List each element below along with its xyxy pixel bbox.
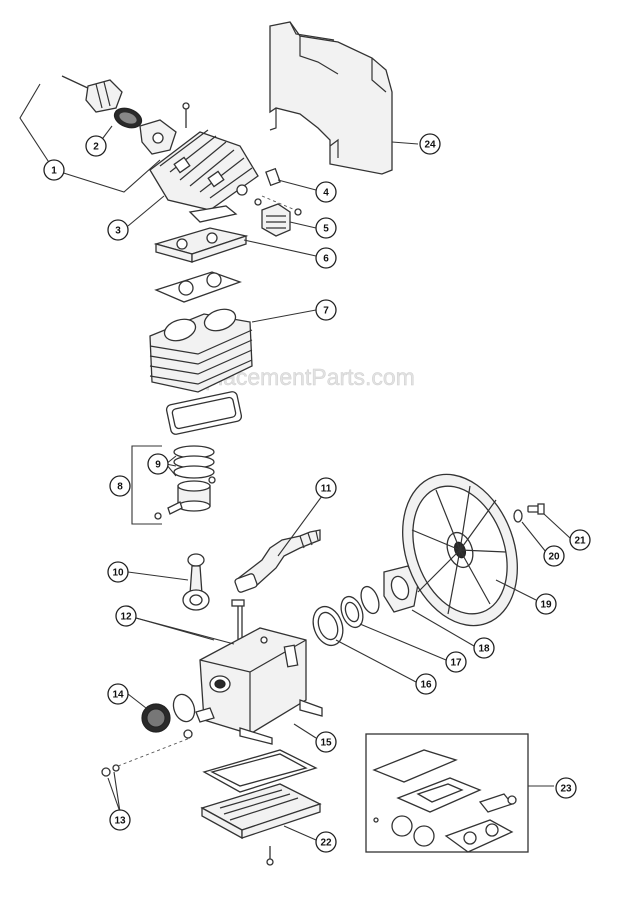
base-gasket (202, 749, 318, 793)
callout-label: 18 (478, 644, 490, 655)
gasket-kit (365, 733, 529, 853)
callout: 7 (315, 299, 337, 321)
callout-label: 7 (323, 306, 329, 317)
callout-label: 6 (323, 254, 329, 265)
callout-label: 12 (120, 612, 132, 623)
callout: 12 (115, 605, 137, 627)
piston-rings-assembly (131, 445, 216, 525)
valve-plate-assembly (153, 205, 249, 263)
bearing (312, 605, 344, 647)
callout-label: 3 (115, 226, 121, 237)
connecting-rod (182, 553, 210, 611)
callout: 1 (43, 159, 65, 181)
cylinder-block (149, 308, 253, 393)
callout: 24 (419, 133, 441, 155)
callout-label: 13 (114, 816, 126, 827)
callout-label: 15 (320, 738, 332, 749)
crankshaft (234, 529, 321, 593)
callout-label: 16 (420, 680, 432, 691)
cylinder-gasket (165, 391, 243, 435)
flywheel (402, 473, 518, 627)
callout: 18 (473, 637, 495, 659)
callout-label: 22 (320, 838, 332, 849)
callout-label: 2 (93, 142, 99, 153)
callout-label: 9 (155, 460, 161, 471)
callout: 20 (543, 545, 565, 567)
callout: 16 (415, 673, 437, 695)
callout: 23 (555, 777, 577, 799)
callout-label: 24 (424, 140, 436, 151)
leader-lines (19, 83, 571, 841)
callout: 9 (147, 453, 169, 475)
callout: 19 (535, 593, 557, 615)
callout: 6 (315, 247, 337, 269)
callout: 3 (107, 219, 129, 241)
callout: 2 (85, 135, 107, 157)
head-gasket (154, 271, 242, 303)
callout-label: 21 (574, 536, 586, 547)
callout-label: 14 (112, 690, 124, 701)
belt-guard-shroud (269, 21, 393, 175)
callout-label: 4 (323, 188, 329, 199)
callout-label: 10 (112, 568, 124, 579)
cylinder-head (149, 102, 259, 211)
callout: 10 (107, 561, 129, 583)
head-gaskets-small (236, 167, 302, 216)
callout: 13 (109, 809, 131, 831)
callout: 15 (315, 731, 337, 753)
oil-seal (340, 595, 364, 629)
callout-label: 11 (321, 484, 332, 495)
drain-plug (101, 737, 191, 777)
callout: 22 (315, 831, 337, 853)
callout-label: 5 (323, 224, 329, 235)
callout: 5 (315, 217, 337, 239)
base-plate (200, 783, 322, 866)
callout: 4 (315, 181, 337, 203)
crankcase-cover (141, 693, 196, 739)
breather-fitting (231, 599, 245, 640)
flywheel-washer (513, 509, 523, 523)
bearing-carrier (360, 565, 419, 615)
callout-label: 1 (51, 166, 57, 177)
callout-label: 20 (548, 552, 560, 563)
callout: 8 (109, 475, 131, 497)
air-filter-assembly (61, 75, 177, 155)
flywheel-bolt (527, 503, 545, 515)
callout: 21 (569, 529, 591, 551)
callout-label: 17 (450, 658, 462, 669)
callout: 17 (445, 651, 467, 673)
callout-label: 19 (540, 600, 552, 611)
check-valve (261, 203, 291, 237)
callout: 11 (315, 477, 337, 499)
callout-label: 8 (117, 482, 123, 493)
callout: 14 (107, 683, 129, 705)
crankcase (195, 627, 323, 745)
callout-label: 23 (560, 784, 572, 795)
